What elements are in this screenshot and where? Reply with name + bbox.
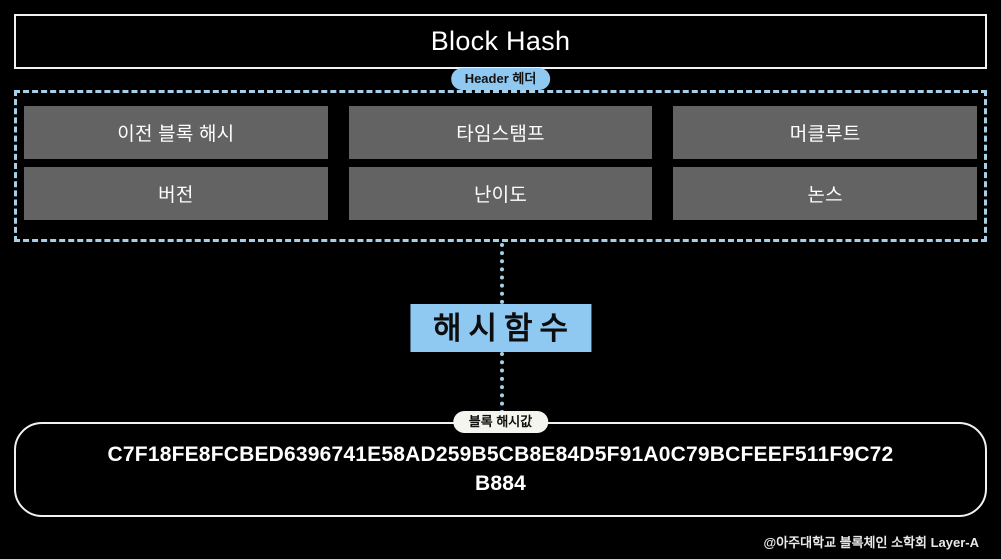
header-field-label: 이전 블록 해시 <box>117 124 235 145</box>
connector-line-bottom <box>500 352 504 414</box>
block-hash-value: C7F18FE8FCBED6396741E58AD259B5CB8E84D5F9… <box>107 443 894 495</box>
footer-credit: @아주대학교 블록체인 소학회 Layer-A <box>763 535 979 550</box>
header-field-merkle-root: 머클루트 <box>673 106 977 159</box>
header-badge: Header 헤더 <box>450 68 551 90</box>
block-hash-value-badge: 블록 해시값 <box>452 411 549 433</box>
header-dashed-group <box>14 90 987 242</box>
header-field-version: 버전 <box>24 167 328 220</box>
connector-line-top <box>500 243 504 304</box>
hash-function-label: 해시함수 <box>432 310 576 346</box>
header-field-previous-block-hash: 이전 블록 해시 <box>24 106 328 159</box>
header-field-label: 타임스탬프 <box>456 124 545 145</box>
header-field-label: 머클루트 <box>789 124 861 145</box>
block-hash-title-box: Block Hash <box>14 14 987 69</box>
hash-function-label-box: 해시함수 <box>409 304 592 352</box>
header-field-label: 버전 <box>158 185 194 206</box>
header-field-nonce: 논스 <box>673 167 977 220</box>
header-field-grid: 이전 블록 해시 타임스탬프 머클루트 버전 난이도 논스 <box>24 106 977 220</box>
page-title: Block Hash <box>430 26 571 56</box>
header-field-label: 논스 <box>807 185 843 206</box>
block-hash-value-box: C7F18FE8FCBED6396741E58AD259B5CB8E84D5F9… <box>14 422 987 517</box>
header-field-label: 난이도 <box>473 185 528 206</box>
header-field-timestamp: 타임스탬프 <box>348 106 653 159</box>
header-field-difficulty: 난이도 <box>348 167 653 220</box>
